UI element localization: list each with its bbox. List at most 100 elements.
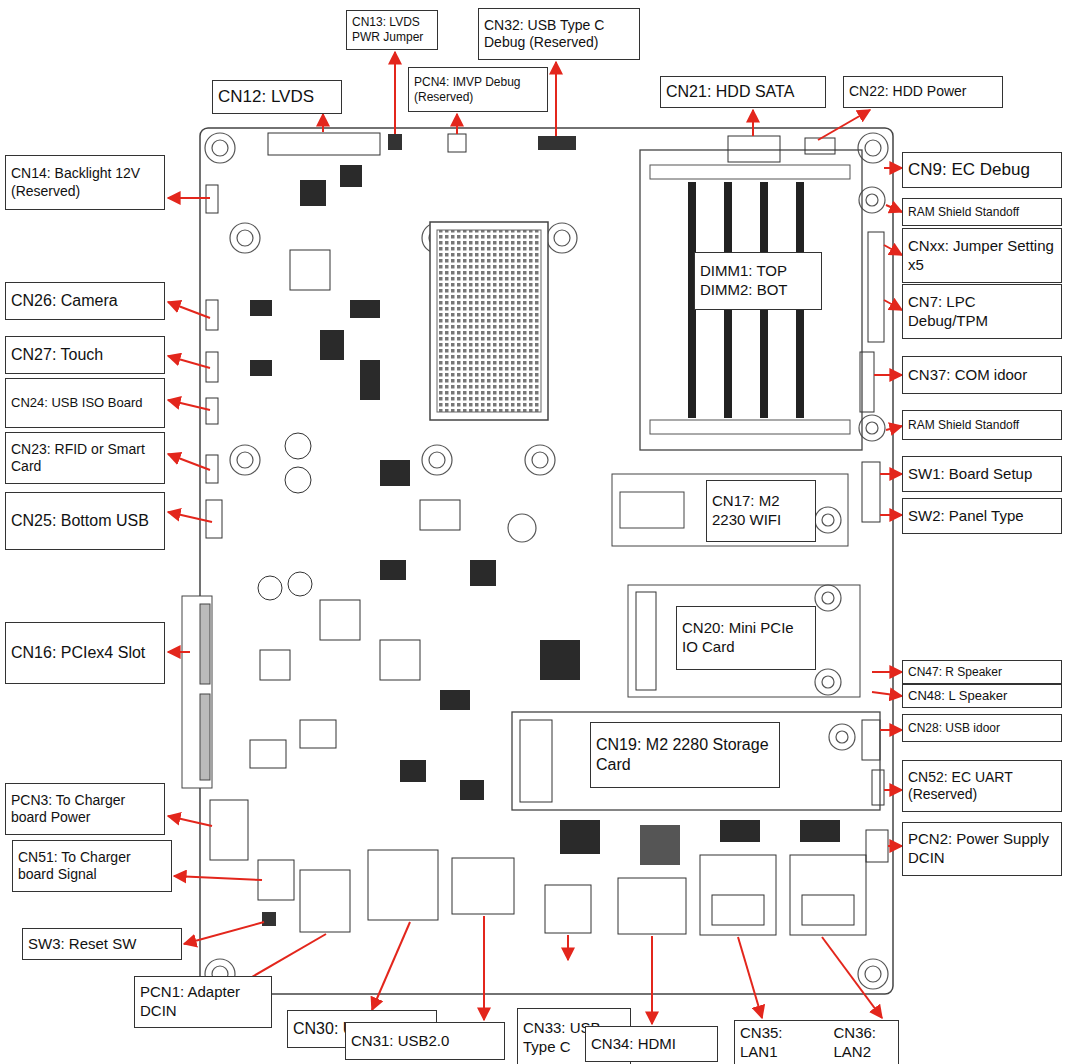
standoff xyxy=(815,669,841,695)
component xyxy=(250,300,272,316)
chip xyxy=(540,640,580,680)
callout-label: CN28: USB idoor xyxy=(908,721,1056,736)
component xyxy=(380,460,410,486)
callout-box: CN16: PCIex4 Slot xyxy=(5,622,165,684)
component xyxy=(350,300,380,318)
callout-box: CN26: Camera xyxy=(5,282,165,320)
mounting-hole xyxy=(547,223,577,253)
callout-box: PCN2: Power Supply DCIN xyxy=(902,822,1062,876)
inductor xyxy=(260,650,290,680)
callout-box: CN25: Bottom USB xyxy=(5,492,165,550)
leader-arrow xyxy=(168,197,210,199)
callout-box: CN35: LAN1CN36: LAN2 xyxy=(734,1020,899,1064)
component xyxy=(300,180,326,206)
callout-label: CN31: USB2.0 xyxy=(351,1032,499,1051)
reset-switch xyxy=(262,912,276,926)
rj45-connector xyxy=(790,855,866,935)
pcb-outline xyxy=(200,128,893,994)
component xyxy=(360,360,380,400)
standoff xyxy=(822,514,834,526)
leader-arrow xyxy=(888,845,902,847)
component xyxy=(400,760,426,782)
mounting-hole xyxy=(205,133,235,163)
capacitor xyxy=(258,576,282,600)
mounting-hole xyxy=(532,452,548,468)
leader-arrow xyxy=(168,356,210,368)
battery xyxy=(508,514,536,542)
standoff xyxy=(815,507,841,533)
leader-arrow xyxy=(174,876,262,880)
callout-label: CN27: Touch xyxy=(11,345,159,365)
bottom-usb-header xyxy=(206,500,222,538)
callout-box: CN24: USB ISO Board xyxy=(5,378,165,428)
component xyxy=(340,165,362,187)
power-connector xyxy=(866,830,888,862)
leader-arrow xyxy=(168,400,210,410)
rj45-connector xyxy=(700,855,776,935)
mounting-hole xyxy=(230,223,260,253)
callout-box: RAM Shield Standoff xyxy=(902,410,1062,440)
callout-label: CN21: HDD SATA xyxy=(666,82,820,102)
callout-label: SW2: Panel Type xyxy=(908,507,1056,526)
usb-c-debug xyxy=(538,136,576,150)
callout-box: CN34: HDMI xyxy=(585,1026,718,1062)
callout-label: CN20: Mini PCIe IO Card xyxy=(682,619,810,657)
leader-arrows xyxy=(168,52,902,1024)
callout-label: CN34: HDMI xyxy=(591,1035,712,1054)
mounting-hole xyxy=(237,230,253,246)
callout-box: SW1: Board Setup xyxy=(902,456,1062,492)
dc-jack xyxy=(300,870,350,932)
leader-arrow xyxy=(567,935,569,960)
leader-arrow xyxy=(168,302,210,318)
leader-arrow xyxy=(880,473,902,475)
callout-box: CN51: To Charger board Signal xyxy=(12,840,172,892)
callout-box: CN22: HDD Power xyxy=(843,76,1003,108)
leader-arrow xyxy=(483,916,485,1020)
minipcie-area xyxy=(628,585,860,697)
leader-arrow xyxy=(886,205,902,212)
leader-arrow xyxy=(184,922,264,944)
mounting-hole xyxy=(525,445,555,475)
dimm-latch xyxy=(650,165,850,179)
callout-label: CN16: PCIex4 Slot xyxy=(11,643,159,663)
callout-label: PCN2: Power Supply DCIN xyxy=(908,830,1056,868)
mounting-hole xyxy=(230,445,260,475)
leader-arrow xyxy=(168,512,212,522)
standoff xyxy=(859,187,885,213)
standoff xyxy=(859,415,885,441)
callout-box: SW3: Reset SW xyxy=(22,928,182,960)
mounting-hole xyxy=(858,959,888,989)
standoff xyxy=(866,194,878,206)
component xyxy=(720,820,760,842)
callout-box: PCN4: IMVP Debug (Reserved) xyxy=(408,67,548,112)
callout-box: CN9: EC Debug xyxy=(902,152,1062,188)
dip-switch xyxy=(862,462,880,522)
callout-box: CNxx: Jumper Setting x5 xyxy=(902,228,1062,283)
mounting-hole xyxy=(429,452,445,468)
callout-box: RAM Shield Standoff xyxy=(902,198,1062,226)
m2-2280-area xyxy=(512,712,880,810)
callout-box: CN13: LVDS PWR Jumper xyxy=(346,10,438,50)
callout-label: CN12: LVDS xyxy=(218,86,336,107)
callout-label: CN36: LAN2 xyxy=(834,1024,894,1062)
charger-power-connector xyxy=(210,800,248,860)
callout-box: CN48: L Speaker xyxy=(902,684,1062,708)
callout-box: CN47: R Speaker xyxy=(902,660,1062,684)
callout-box: CN28: USB idoor xyxy=(902,714,1062,742)
jumper xyxy=(388,134,402,150)
leader-arrow xyxy=(884,167,902,169)
leader-arrow xyxy=(738,937,762,1018)
callout-label: CN14: Backlight 12V (Reserved) xyxy=(11,165,159,200)
callout-label: CN23: RFID or Smart Card xyxy=(11,441,159,476)
hdmi-connector xyxy=(618,878,686,934)
standoff xyxy=(822,592,834,604)
component xyxy=(460,780,484,800)
callout-label: CN13: LVDS PWR Jumper xyxy=(352,15,432,45)
leader-arrow xyxy=(752,110,754,136)
m2-2230-area xyxy=(612,474,848,546)
mounting-hole xyxy=(237,452,253,468)
callout-box: CN52: EC UART (Reserved) xyxy=(902,760,1062,812)
callout-box: CN23: RFID or Smart Card xyxy=(5,432,165,484)
usb-c-connector xyxy=(545,885,591,933)
